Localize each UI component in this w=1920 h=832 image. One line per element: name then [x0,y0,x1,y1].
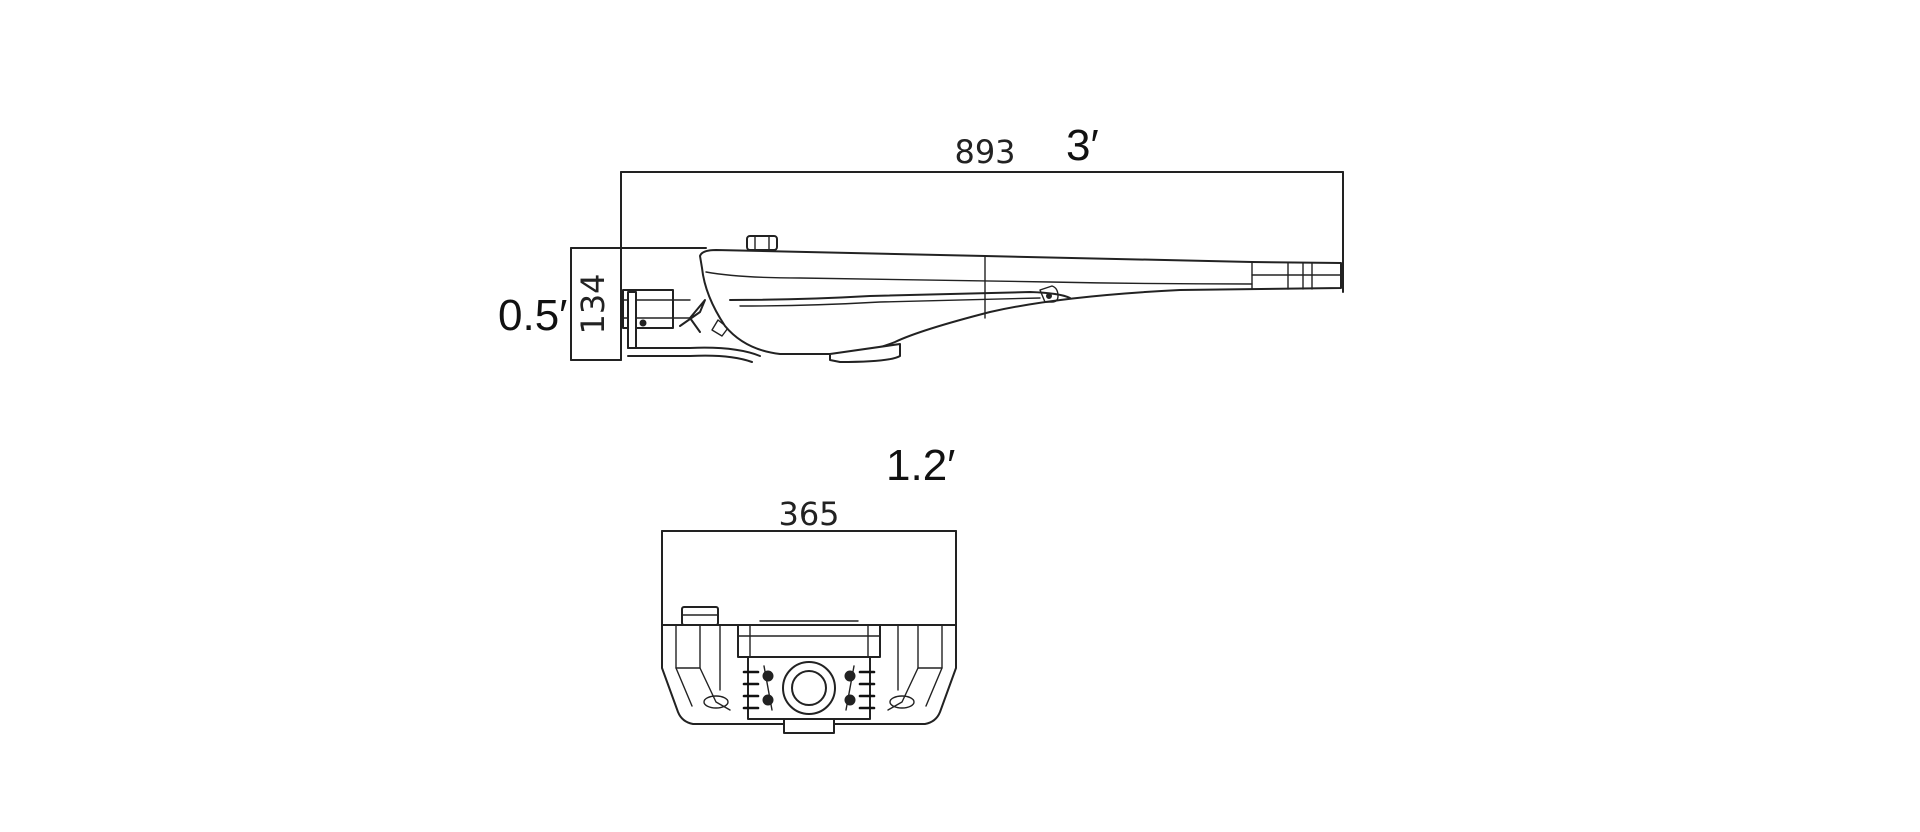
luminaire-front-profile [661,606,957,734]
length-mm-label: 893 [954,133,1015,171]
width-ft-label: 1.2′ [886,441,955,490]
luminaire-side-profile [622,235,1342,363]
length-ft-label: 3′ [1066,121,1099,170]
height-mm-label: 134 [574,273,612,334]
side-view: 893 3′ 134 0.5′ [498,121,1344,363]
front-view: 365 1.2′ [661,441,957,734]
mounting-bracket [622,289,761,363]
height-ft-label: 0.5′ [498,291,567,340]
width-dimension-line [661,530,957,626]
luminaire-housing [699,235,1342,363]
width-mm-label: 365 [778,495,839,533]
length-dimension-line [620,171,1344,361]
pole-entry-inner [791,670,827,706]
height-dimension-line [570,247,707,361]
